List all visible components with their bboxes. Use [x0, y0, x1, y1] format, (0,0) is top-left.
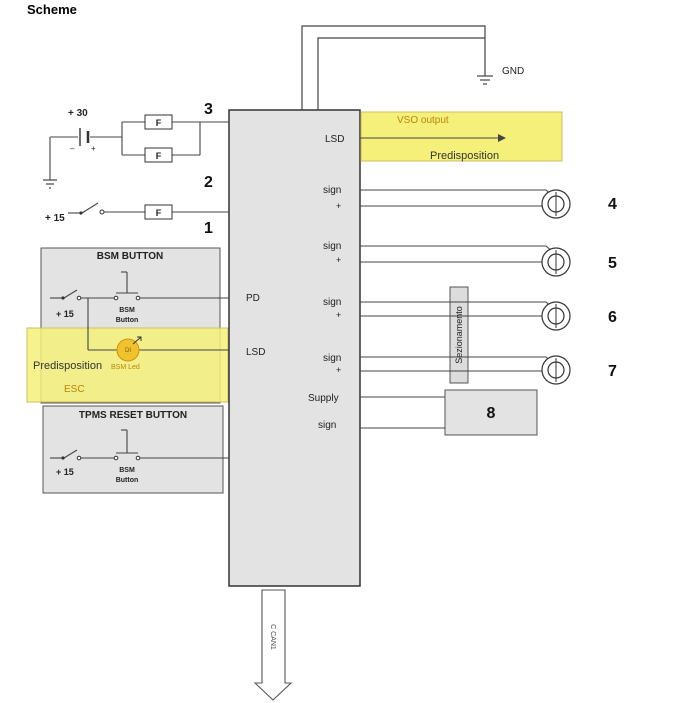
- plus30-label: + 30: [68, 108, 88, 119]
- bsm-button-label: Button: [116, 317, 139, 324]
- page-title: Scheme: [27, 2, 77, 17]
- ecu-pin-lsd-left: LSD: [246, 347, 265, 358]
- fuse-label: F: [156, 208, 162, 218]
- ecu-pin-plus: +: [336, 365, 341, 375]
- bsm-led-label: BSM Led: [111, 364, 140, 371]
- gnd-symbol: [477, 75, 493, 85]
- fuse-label: F: [156, 118, 162, 128]
- ecu-pin-supply: Supply: [308, 393, 339, 404]
- fuse-icon: [144, 204, 173, 220]
- plus30-wiring: [49, 121, 229, 180]
- tpms-wiring: [50, 429, 229, 459]
- battery-minus: –: [70, 144, 75, 153]
- gnd-wires: [301, 25, 486, 110]
- ecu-pin-lsd-top: LSD: [325, 134, 344, 145]
- ecu-pin-sign: sign: [323, 185, 341, 196]
- vso-predisposition-label: Predisposition: [430, 150, 499, 162]
- connector-number-7: 7: [608, 363, 617, 380]
- fuse-label: F: [156, 151, 162, 161]
- ecu-pin-sign: sign: [323, 353, 341, 364]
- switch-contact: [79, 211, 83, 215]
- plus15-wiring: [68, 202, 229, 214]
- led-arrow-icon: [132, 336, 142, 345]
- tpms-button-label: Button: [116, 477, 139, 484]
- connector-number-2: 2: [204, 174, 213, 191]
- ecu-pin-sign: sign: [323, 297, 341, 308]
- ecu-pin-sign-bottom: sign: [318, 420, 336, 431]
- can-bus-arrow: [253, 589, 293, 701]
- switch-contact: [113, 455, 119, 461]
- bsm-led-symbol: DI: [125, 348, 131, 354]
- ecu-pin-pd: PD: [246, 293, 260, 304]
- wheel-sensor-icon: [541, 189, 571, 219]
- esc-label: ESC: [64, 384, 85, 395]
- wheel-sensor-icon: [541, 247, 571, 277]
- plus15-label: + 15: [45, 213, 65, 224]
- fuse-icon: [144, 147, 173, 163]
- connector-number-1: 1: [204, 220, 213, 237]
- wheel-sensor-icon: [541, 355, 571, 385]
- bsm-plus15-label: + 15: [56, 309, 74, 319]
- ecu-pin-plus: +: [336, 255, 341, 265]
- switch-contact: [113, 295, 119, 301]
- switch-contact: [135, 455, 141, 461]
- connector-number-8: 8: [487, 405, 496, 422]
- switch-contact: [76, 455, 82, 461]
- tpms-plus15-label: + 15: [56, 467, 74, 477]
- sezionamento-box: [449, 286, 469, 384]
- ecu-pin-plus: +: [336, 310, 341, 320]
- vso-arrow-icon: [498, 134, 506, 142]
- tpms-button-label: BSM: [119, 467, 135, 474]
- bsm-button-label: BSM: [119, 307, 135, 314]
- connector-number-3: 3: [204, 101, 213, 118]
- battery-icon: [79, 128, 90, 146]
- ecu-box: [228, 109, 361, 587]
- ground-icon: [43, 179, 57, 189]
- esc-predisposition-label: Predisposition: [33, 360, 102, 372]
- gnd-label: GND: [502, 66, 524, 77]
- device-8-box: [444, 389, 538, 436]
- tpms-reset-title: TPMS RESET BUTTON: [79, 410, 187, 421]
- wheel-sensor-icon: [541, 301, 571, 331]
- connector-number-6: 6: [608, 309, 617, 326]
- ecu-pin-sign: sign: [323, 241, 341, 252]
- can-bus-label: C CAN1: [269, 624, 276, 650]
- battery-plus: +: [91, 144, 96, 153]
- tpms-reset-box: [42, 405, 224, 494]
- sezionamento-label: Sezionamento: [454, 306, 464, 364]
- bsm-button-title: BSM BUTTON: [97, 251, 163, 262]
- switch-contact: [61, 456, 65, 460]
- switch-contact: [99, 209, 105, 215]
- vso-highlight: [360, 111, 563, 162]
- fuse-icon: [144, 114, 173, 130]
- ecu-pin-plus: +: [336, 201, 341, 211]
- switch-contact: [135, 295, 141, 301]
- switch-contact: [61, 296, 65, 300]
- bsm-wiring: [50, 271, 229, 351]
- connector-number-5: 5: [608, 255, 617, 272]
- vso-output-label: VSO output: [397, 115, 449, 126]
- connector-number-4: 4: [608, 196, 617, 213]
- switch-contact: [76, 295, 82, 301]
- bsm-led-icon: [116, 338, 140, 362]
